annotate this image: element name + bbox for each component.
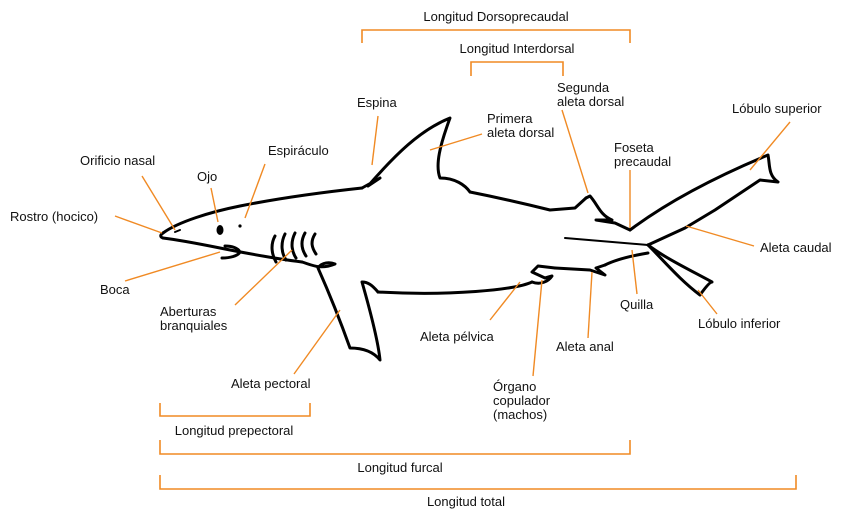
leader-rostro — [115, 216, 162, 233]
leader-ojo — [211, 188, 218, 222]
shark-belly — [378, 282, 532, 293]
label-aleta-anal: Aleta anal — [556, 339, 614, 354]
label-lobulo-inferior: Lóbulo inferior — [698, 316, 781, 331]
leader-aleta-pectoral — [294, 310, 340, 374]
gill-slit-5 — [312, 234, 316, 254]
label-segunda-aleta-1: Segunda — [557, 80, 610, 95]
measure-dorsoprecaudal: Longitud Dorsoprecaudal — [423, 9, 568, 24]
measurement-brackets — [160, 30, 796, 489]
label-organo-3: (machos) — [493, 407, 547, 422]
measure-prepectoral: Longitud prepectoral — [175, 423, 294, 438]
bracket-total — [160, 475, 796, 489]
bracket-prepectoral — [160, 403, 310, 416]
measurement-labels: Longitud Dorsoprecaudal Longitud Interdo… — [175, 9, 575, 509]
leader-orificio-nasal — [142, 176, 175, 230]
leader-espina — [372, 116, 378, 165]
leader-aleta-caudal — [686, 226, 754, 246]
label-orificio-nasal: Orificio nasal — [80, 153, 155, 168]
leader-organo — [533, 280, 542, 376]
gill-slit-3 — [292, 233, 296, 258]
shark-eye — [217, 225, 224, 235]
label-organo-1: Órgano — [493, 379, 536, 394]
leader-aleta-anal — [588, 272, 592, 338]
label-aberturas-1: Aberturas — [160, 304, 217, 319]
bracket-interdorsal — [471, 62, 563, 76]
label-quilla: Quilla — [620, 297, 654, 312]
label-espiraculo: Espiráculo — [268, 143, 329, 158]
shark-snout — [161, 233, 163, 238]
caudal-peduncle-ventral — [605, 253, 648, 265]
shark-lateral-line — [565, 238, 648, 245]
label-organo-2: copulador — [493, 393, 551, 408]
shark-back — [470, 192, 586, 210]
leader-boca — [125, 252, 220, 281]
label-foseta-2: precaudal — [614, 154, 671, 169]
bracket-furcal — [160, 440, 630, 454]
lower-caudal-lobe — [648, 245, 712, 295]
label-foseta-1: Foseta — [614, 140, 655, 155]
label-lobulo-superior: Lóbulo superior — [732, 101, 822, 116]
label-aleta-pectoral: Aleta pectoral — [231, 376, 311, 391]
leader-aberturas — [235, 250, 292, 305]
label-primera-aleta-2: aleta dorsal — [487, 125, 554, 140]
leader-lobulo-inferior — [698, 290, 717, 314]
leader-segunda-aleta — [562, 110, 588, 193]
shark-nostril — [175, 230, 180, 232]
anal-fin — [555, 265, 605, 275]
label-primera-aleta-1: Primera — [487, 111, 533, 126]
shark-dorsal-profile — [163, 188, 362, 233]
gill-slit-1 — [272, 236, 276, 262]
shark-spiracle — [238, 224, 241, 227]
shark-body — [161, 118, 778, 360]
first-dorsal-fin — [362, 118, 470, 192]
label-rostro: Rostro (hocico) — [10, 209, 98, 224]
gill-slit-4 — [302, 233, 306, 256]
label-aleta-pelvica: Aleta pélvica — [420, 329, 494, 344]
measure-interdorsal: Longitud Interdorsal — [460, 41, 575, 56]
anatomy-labels: Orificio nasal Ojo Espiráculo Espina Pri… — [10, 80, 832, 422]
label-aleta-caudal: Aleta caudal — [760, 240, 832, 255]
measure-furcal: Longitud furcal — [357, 460, 442, 475]
leader-espiraculo — [245, 164, 265, 218]
label-ojo: Ojo — [197, 169, 217, 184]
label-boca: Boca — [100, 282, 130, 297]
leader-primera-aleta — [430, 134, 482, 150]
label-segunda-aleta-2: aleta dorsal — [557, 94, 624, 109]
pectoral-fin — [302, 262, 380, 360]
label-espina: Espina — [357, 95, 398, 110]
measure-total: Longitud total — [427, 494, 505, 509]
pelvic-fin — [532, 266, 555, 283]
label-aberturas-2: branquiales — [160, 318, 228, 333]
second-dorsal-fin — [586, 196, 630, 230]
